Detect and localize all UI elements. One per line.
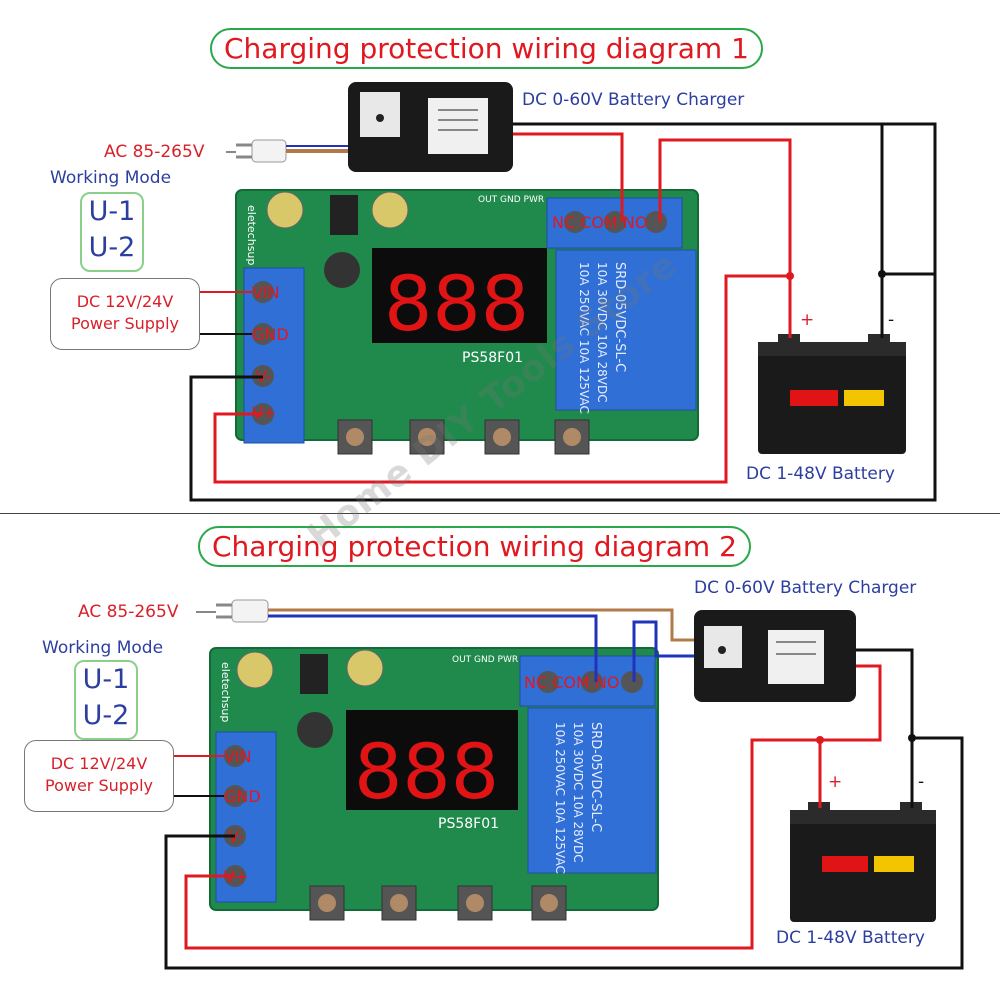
svg-text:NC COM NO: NC COM NO (524, 673, 619, 692)
working-mode-box: U-1 U-2 (74, 660, 138, 740)
battery-minus-label: - (918, 772, 925, 792)
working-mode-box: U-1 U-2 (80, 192, 144, 272)
svg-text:STOP: STOP (338, 455, 370, 469)
mode-u1: U-1 (88, 196, 136, 227)
power-supply-box: DC 12V/24V Power Supply (50, 278, 200, 350)
diagram-1-drawing: eletechsup 888 10A 250VAC 10A 125VAC 10A… (189, 82, 937, 502)
svg-text:10A 250VAC 10A 125VAC: 10A 250VAC 10A 125VAC (553, 722, 567, 874)
psu-line-2: Power Supply (71, 314, 179, 333)
led-display: 888 (384, 259, 529, 348)
panel-divider (0, 513, 1000, 514)
svg-text:SRD-05VDC-SL-C: SRD-05VDC-SL-C (612, 262, 627, 372)
svg-text:DOWN: DOWN (556, 455, 596, 469)
battery-plus-label: + (828, 772, 843, 792)
wires-diagram-1 (189, 122, 937, 502)
battery-label: DC 1-48V Battery (776, 928, 925, 948)
power-supply-box: DC 12V/24V Power Supply (24, 740, 174, 812)
controller-board: eletechsup 888 10A 250VAC 10A 125VAC 10A… (209, 647, 659, 933)
svg-text:VIN: VIN (224, 747, 252, 766)
charger-label: DC 0-60V Battery Charger (522, 90, 745, 110)
svg-text:GND: GND (252, 325, 289, 344)
svg-text:V+: V+ (252, 403, 276, 422)
svg-text:PS58F01: PS58F01 (438, 816, 499, 832)
svg-text:eletechsup: eletechsup (219, 662, 232, 722)
svg-text:10A 250VAC 10A 125VAC: 10A 250VAC 10A 125VAC (577, 262, 591, 414)
diagram-title: Charging protection wiring diagram 2 (198, 526, 751, 567)
mode-u2: U-2 (82, 700, 130, 731)
diagram-2-drawing: eletechsup 888 10A 250VAC 10A 125VAC 10A… (164, 599, 964, 970)
svg-text:SET: SET (388, 919, 411, 933)
svg-text:OUT GND PWR: OUT GND PWR (478, 195, 544, 205)
battery-icon (790, 802, 936, 922)
battery-charger (348, 82, 513, 172)
psu-line-1: DC 12V/24V (76, 292, 174, 311)
mode-u2: U-2 (88, 232, 136, 263)
wiring-diagram-1: Charging protection wiring diagram 1 ele… (50, 28, 937, 502)
ac-plug-icon (236, 139, 348, 163)
ac-input-label: AC 85-265V (78, 602, 179, 622)
svg-text:10A 30VDC 10A 28VDC: 10A 30VDC 10A 28VDC (595, 262, 609, 403)
svg-text:GND: GND (224, 787, 261, 806)
battery-minus-label: - (888, 310, 895, 330)
svg-text:SRD-05VDC-SL-C: SRD-05VDC-SL-C (588, 722, 603, 832)
battery-icon (758, 334, 906, 454)
charger-label: DC 0-60V Battery Charger (694, 578, 917, 598)
mode-u1: U-1 (82, 664, 130, 695)
battery-charger (694, 610, 856, 702)
svg-text:V+: V+ (224, 867, 248, 886)
svg-text:UP: UP (494, 455, 510, 469)
psu-line-2: Power Supply (45, 776, 153, 795)
wiring-diagram-2: Charging protection wiring diagram 2 ele… (0, 510, 1000, 1000)
ac-input-label: AC 85-265V (104, 142, 205, 162)
working-mode-label: Working Mode (50, 168, 172, 188)
svg-text:VIN: VIN (252, 283, 280, 302)
svg-text:SET: SET (416, 455, 439, 469)
svg-text:V-: V- (256, 367, 272, 386)
wires-diagram-2 (164, 608, 964, 970)
svg-text:STOP: STOP (310, 919, 342, 933)
svg-text:PS58F01: PS58F01 (462, 350, 523, 366)
svg-text:eletechsup: eletechsup (245, 205, 258, 265)
battery-label: DC 1-48V Battery (746, 464, 895, 484)
diagram-title: Charging protection wiring diagram 1 (210, 28, 763, 69)
svg-text:OUT GND PWR: OUT GND PWR (452, 655, 518, 665)
svg-text:V-: V- (228, 827, 244, 846)
ac-plug-icon (216, 599, 269, 623)
led-display: 888 (354, 727, 499, 816)
battery-plus-label: + (800, 310, 815, 330)
svg-text:NC COM NO: NC COM NO (552, 213, 647, 232)
controller-board: eletechsup 888 10A 250VAC 10A 125VAC 10A… (235, 189, 699, 469)
svg-text:DOWN: DOWN (530, 919, 570, 933)
psu-line-1: DC 12V/24V (50, 754, 148, 773)
working-mode-label: Working Mode (42, 638, 164, 658)
svg-text:10A 30VDC 10A 28VDC: 10A 30VDC 10A 28VDC (571, 722, 585, 863)
svg-text:UP: UP (466, 919, 482, 933)
